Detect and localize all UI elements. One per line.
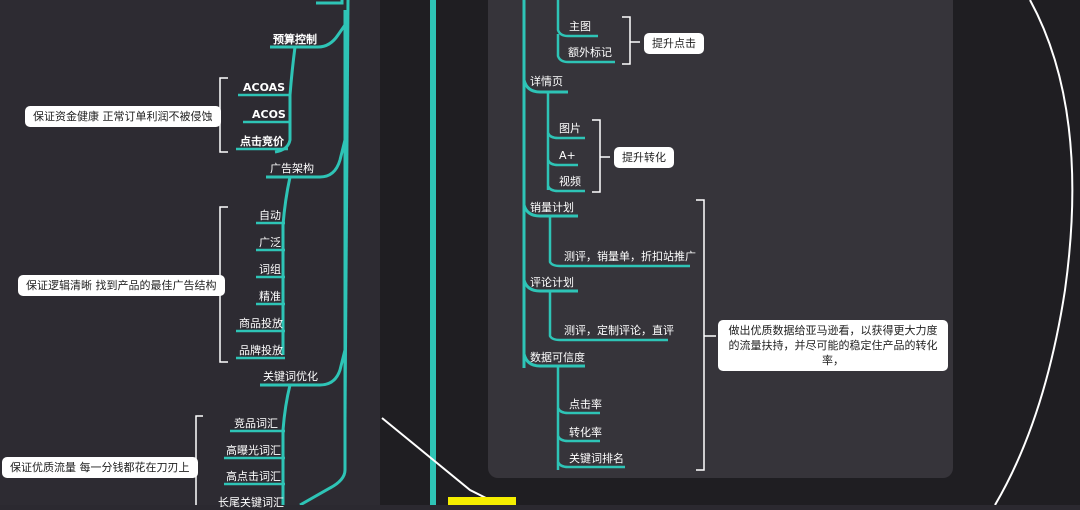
node-long-tail[interactable]: 长尾关键词汇 (218, 496, 284, 509)
node-review-detail[interactable]: 测评，定制评论，直评 (564, 324, 674, 337)
node-ctr[interactable]: 点击率 (569, 398, 602, 411)
node-extra-tag[interactable]: 额外标记 (568, 46, 612, 59)
right-card (488, 0, 953, 478)
node-video[interactable]: 视频 (559, 175, 581, 188)
node-keyword-rank[interactable]: 关键词排名 (569, 452, 624, 465)
node-images[interactable]: 图片 (559, 122, 581, 135)
node-cvr[interactable]: 转化率 (569, 426, 602, 439)
note-ad[interactable]: 保证逻辑清晰 找到产品的最佳广告结构 (18, 275, 225, 296)
node-a-plus[interactable]: A+ (559, 149, 576, 162)
note-keyword[interactable]: 保证优质流量 每一分钱都花在刀刃上 (2, 457, 198, 478)
node-brand-targeting[interactable]: 品牌投放 (239, 344, 283, 357)
node-credibility[interactable]: 数据可信度 (530, 351, 585, 364)
node-sales-detail[interactable]: 测评，销量单，折扣站推广 (564, 250, 696, 263)
node-bid[interactable]: 点击竞价 (240, 135, 284, 148)
left-canvas (0, 0, 380, 505)
node-high-click[interactable]: 高点击词汇 (226, 470, 281, 483)
selection-highlight (448, 497, 516, 505)
node-budget-control[interactable]: 预算控制 (273, 33, 317, 46)
node-main-image[interactable]: 主图 (569, 20, 591, 33)
node-product-targeting[interactable]: 商品投放 (239, 317, 283, 330)
node-ad-structure[interactable]: 广告架构 (270, 162, 314, 175)
note-conversion[interactable]: 提升转化 (614, 147, 674, 168)
node-phrase[interactable]: 词组 (259, 263, 281, 276)
node-acos[interactable]: ACOS (252, 108, 286, 121)
node-auto[interactable]: 自动 (259, 209, 281, 222)
node-acoas[interactable]: ACOAS (243, 81, 286, 94)
node-detail-page[interactable]: 详情页 (530, 75, 563, 88)
note-click[interactable]: 提升点击 (644, 33, 704, 54)
node-exact[interactable]: 精准 (259, 290, 281, 303)
note-summary[interactable]: 做出优质数据给亚马逊看，以获得更大力度的流量扶持，并尽可能的稳定住产品的转化率， (718, 320, 948, 371)
node-sales-plan[interactable]: 销量计划 (530, 201, 574, 214)
node-high-exposure[interactable]: 高曝光词汇 (226, 444, 281, 457)
node-keyword-opt[interactable]: 关键词优化 (263, 370, 318, 383)
node-competitor-words[interactable]: 竞品词汇 (234, 417, 278, 430)
note-budget[interactable]: 保证资金健康 正常订单利润不被侵蚀 (25, 106, 221, 127)
node-broad[interactable]: 广泛 (259, 236, 281, 249)
node-review-plan[interactable]: 评论计划 (530, 276, 574, 289)
